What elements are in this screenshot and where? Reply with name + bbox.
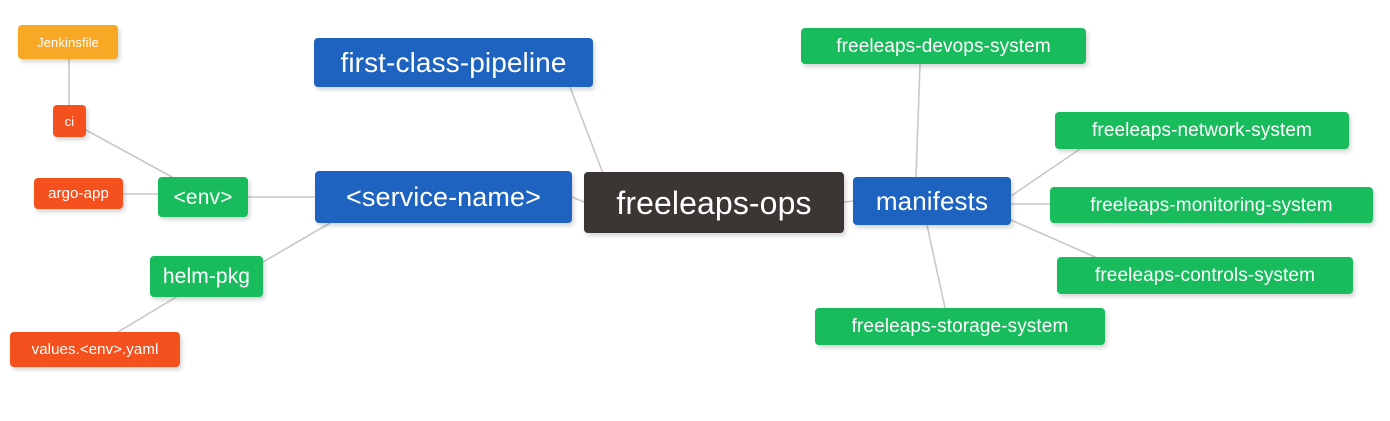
- edge-service-helm: [262, 222, 331, 263]
- node-label-manifests: manifests: [875, 186, 989, 216]
- edge-ops-manifests: [843, 200, 854, 203]
- edge-manifests-devops: [915, 63, 921, 178]
- edge-ops-pipeline: [569, 86, 605, 177]
- node-label-freeleaps-monitoring-system: freeleaps-monitoring-system: [1090, 194, 1333, 216]
- node-label-freeleaps-network-system: freeleaps-network-system: [1092, 120, 1312, 141]
- node-label-freeleaps-storage-system: freeleaps-storage-system: [851, 316, 1069, 337]
- edge-ops-service: [571, 196, 585, 203]
- node-freeleaps-storage-system[interactable]: freeleaps-storage-system: [815, 308, 1105, 345]
- node-label-service-name: <service-name>: [346, 181, 541, 212]
- node-freeleaps-ops[interactable]: freeleaps-ops: [584, 172, 844, 233]
- node-values-yaml[interactable]: values.<env>.yaml: [10, 332, 180, 367]
- node-label-jenkinsfile: Jenkinsfile: [37, 34, 99, 50]
- node-ci[interactable]: ci: [53, 105, 86, 137]
- node-label-argo-app: argo-app: [48, 185, 109, 202]
- node-freeleaps-network-system[interactable]: freeleaps-network-system: [1055, 112, 1349, 149]
- node-freeleaps-devops-system[interactable]: freeleaps-devops-system: [801, 28, 1086, 64]
- node-label-freeleaps-controls-system: freeleaps-controls-system: [1094, 265, 1316, 286]
- node-label-env: <env>: [173, 185, 233, 209]
- node-jenkinsfile[interactable]: Jenkinsfile: [18, 25, 118, 59]
- node-label-freeleaps-devops-system: freeleaps-devops-system: [836, 35, 1051, 57]
- node-label-freeleaps-ops: freeleaps-ops: [616, 184, 812, 221]
- node-freeleaps-controls-system[interactable]: freeleaps-controls-system: [1057, 257, 1353, 294]
- node-manifests[interactable]: manifests: [853, 177, 1011, 225]
- node-label-helm-pkg: helm-pkg: [162, 265, 251, 288]
- node-first-class-pipeline[interactable]: first-class-pipeline: [314, 38, 593, 87]
- node-argo-app[interactable]: argo-app: [34, 178, 123, 209]
- node-env[interactable]: <env>: [158, 177, 248, 217]
- node-helm-pkg[interactable]: helm-pkg: [150, 256, 263, 297]
- node-label-ci: ci: [64, 113, 75, 129]
- edge-helm-values: [117, 295, 179, 333]
- edge-manifests-storage: [926, 224, 946, 309]
- node-freeleaps-monitoring-system[interactable]: freeleaps-monitoring-system: [1050, 187, 1373, 223]
- node-label-values-yaml: values.<env>.yaml: [31, 341, 159, 358]
- node-label-first-class-pipeline: first-class-pipeline: [340, 46, 567, 78]
- edge-manifests-controls: [1010, 219, 1096, 258]
- node-service-name[interactable]: <service-name>: [315, 171, 572, 223]
- edge-env-ci: [85, 129, 173, 178]
